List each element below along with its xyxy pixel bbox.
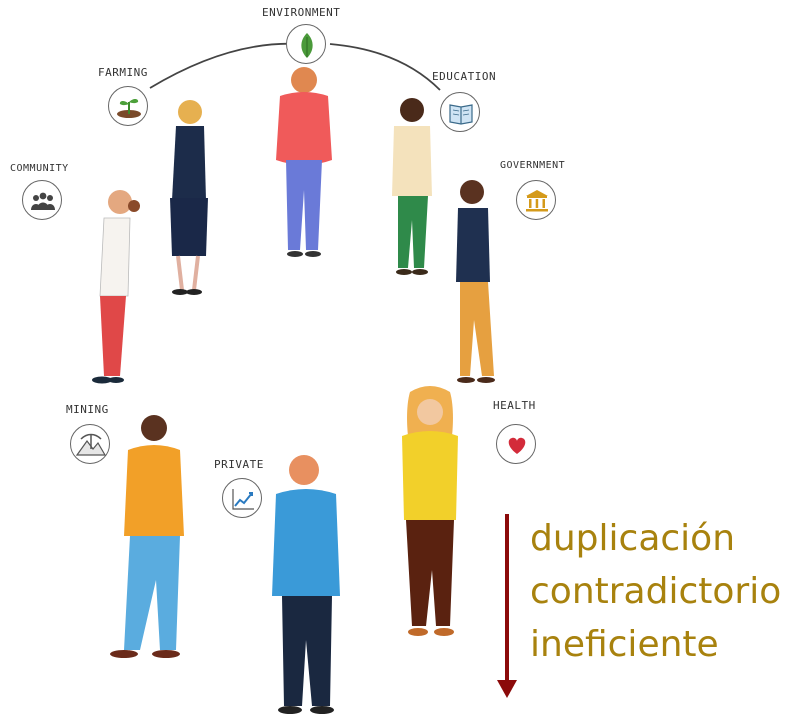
label-government: GOVERNMENT	[500, 160, 566, 171]
label-education: EDUCATION	[432, 70, 497, 83]
environment-circle	[286, 24, 326, 64]
label-community: COMMUNITY	[10, 163, 69, 174]
education-circle	[440, 92, 480, 132]
downward-arrow	[497, 514, 517, 698]
label-farming: FARMING	[98, 66, 148, 79]
farming-circle	[108, 86, 148, 126]
mountain-icon	[75, 433, 107, 456]
chart-line-icon	[232, 489, 254, 510]
label-private: PRIVATE	[214, 458, 264, 471]
label-health: HEALTH	[493, 399, 536, 412]
outcome-ineficiente: ineficiente	[530, 624, 719, 665]
label-environment: ENVIRONMENT	[262, 6, 341, 19]
heart-icon	[508, 437, 526, 454]
bank-icon	[526, 190, 548, 212]
outcome-list: duplicación contradictorio ineficiente	[530, 512, 781, 671]
label-mining: MINING	[66, 403, 109, 416]
outcome-duplicacion: duplicación	[530, 518, 736, 559]
community-circle	[22, 180, 62, 220]
outcome-contradictorio: contradictorio	[530, 571, 782, 612]
sprout-icon	[117, 98, 141, 118]
mining-circle	[70, 424, 110, 464]
health-circle	[496, 424, 536, 464]
leaf-icon	[301, 33, 313, 58]
book-icon	[449, 104, 473, 125]
private-circle	[222, 478, 262, 518]
government-circle	[516, 180, 556, 220]
people-icon	[31, 192, 55, 210]
